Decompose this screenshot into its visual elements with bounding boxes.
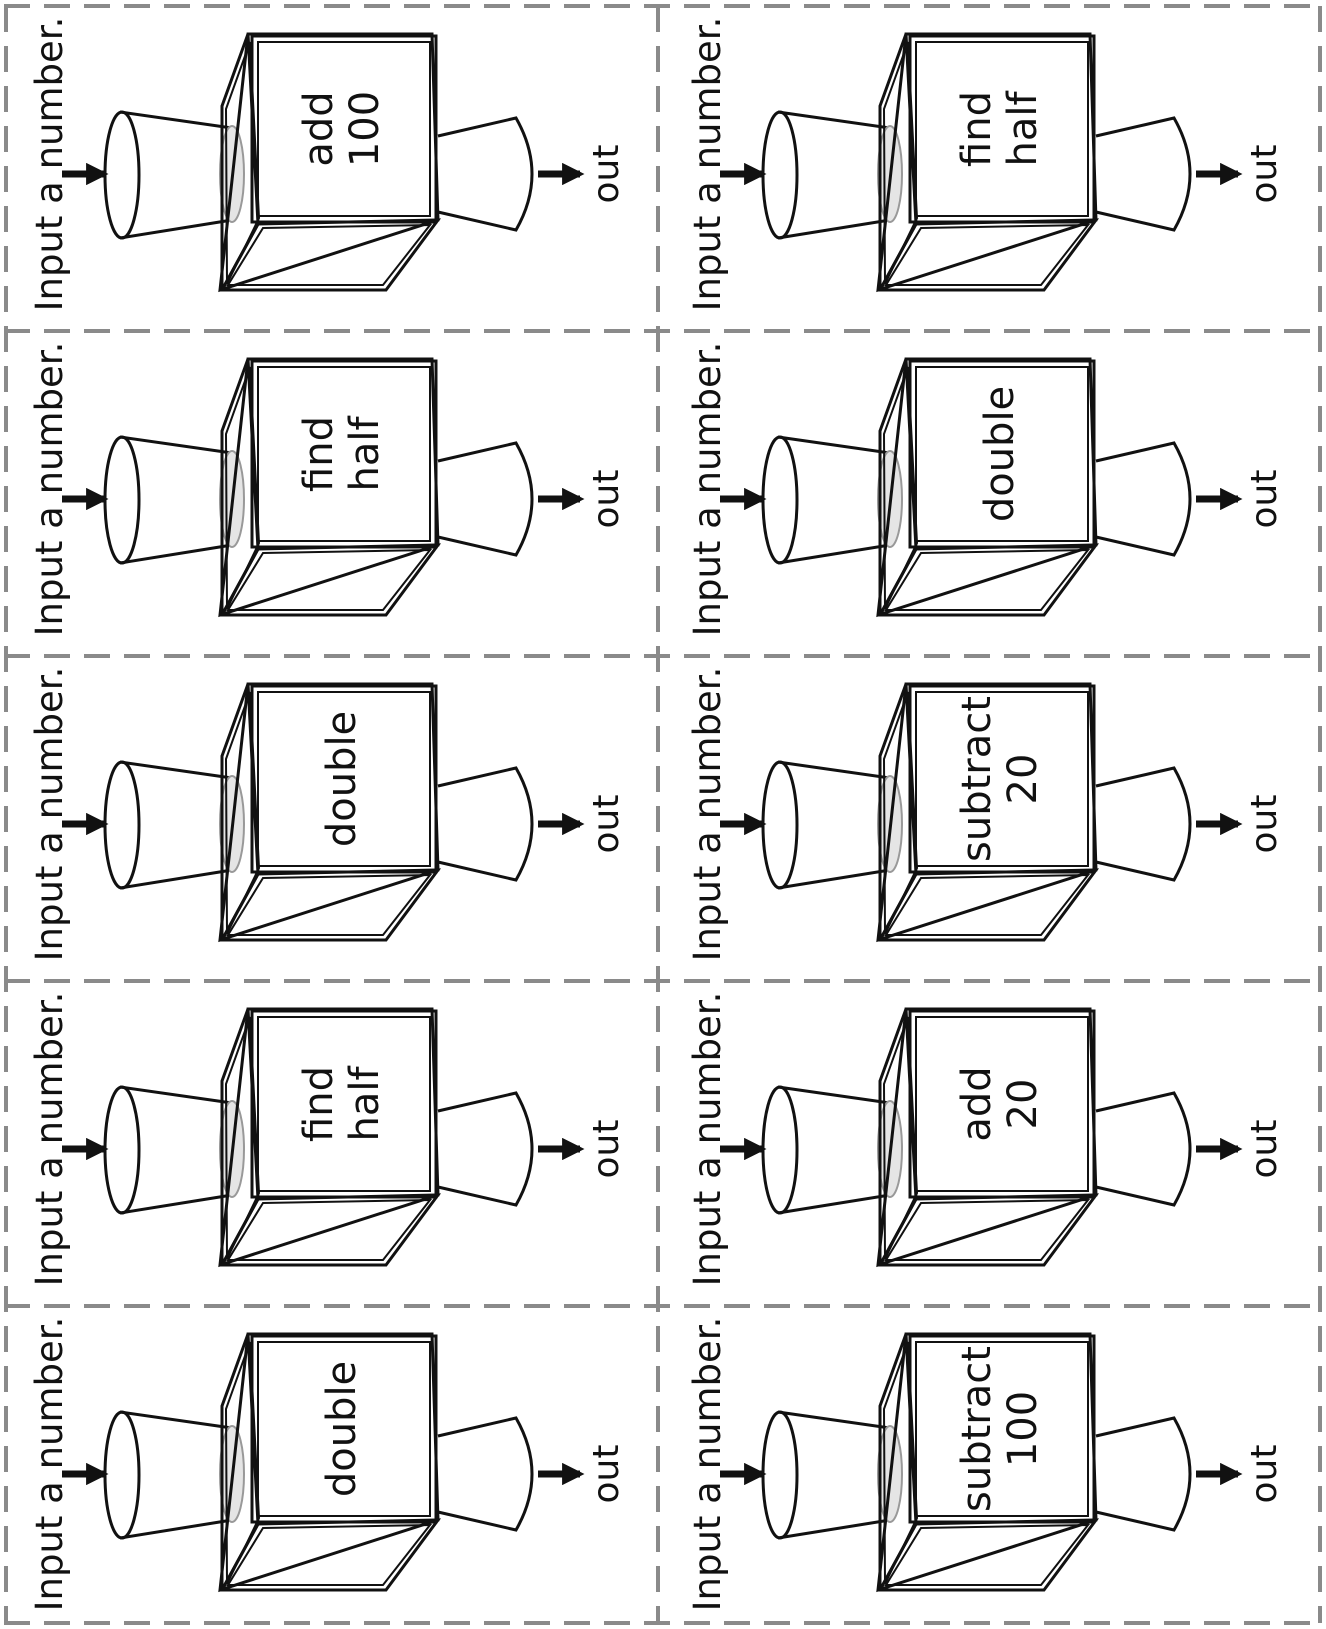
rule-label: double (319, 1361, 365, 1497)
input-prompt: Input a number. (28, 1317, 71, 1612)
rule-label: find (954, 91, 1000, 167)
input-prompt: Input a number. (686, 17, 729, 312)
machine-box-icon (876, 32, 1100, 293)
function-machine-card: Input a number. out double (28, 667, 627, 962)
output-label: out (1244, 470, 1285, 529)
machine-box-icon (218, 357, 442, 618)
machine-box-icon (218, 1007, 442, 1268)
rule-label: half (342, 1066, 388, 1142)
output-funnel-icon (437, 116, 534, 232)
machine-box-icon (876, 1332, 1100, 1593)
function-machine-card: Input a number. out double (686, 342, 1285, 637)
machine-box-icon (876, 1007, 1100, 1268)
input-prompt: Input a number. (686, 667, 729, 962)
machine-box-icon (218, 1332, 442, 1593)
output-funnel-icon (1095, 441, 1192, 557)
output-label: out (586, 795, 627, 854)
input-prompt: Input a number. (686, 342, 729, 637)
input-prompt: Input a number. (28, 342, 71, 637)
input-prompt: Input a number. (28, 667, 71, 962)
rule-label: half (342, 416, 388, 492)
input-prompt: Input a number. (28, 992, 71, 1287)
output-funnel-icon (437, 1091, 534, 1207)
rule-label: subtract (954, 696, 1000, 862)
output-label: out (586, 1120, 627, 1179)
machine-box-icon (218, 32, 442, 293)
output-funnel-icon (437, 441, 534, 557)
output-label: out (586, 470, 627, 529)
output-label: out (586, 1445, 627, 1504)
machine-box-icon (876, 682, 1100, 943)
rule-label: 100 (342, 91, 388, 167)
output-funnel-icon (437, 766, 534, 882)
output-funnel-icon (1095, 766, 1192, 882)
output-label: out (1244, 795, 1285, 854)
rule-label: find (296, 1066, 342, 1142)
output-funnel-icon (437, 1416, 534, 1532)
rule-label: 20 (1000, 754, 1046, 805)
output-label: out (586, 145, 627, 204)
input-prompt: Input a number. (686, 992, 729, 1287)
output-label: out (1244, 1445, 1285, 1504)
output-funnel-icon (1095, 116, 1192, 232)
output-funnel-icon (1095, 1091, 1192, 1207)
cut-lines (4, 4, 1322, 1625)
machine-box-icon (218, 682, 442, 943)
rule-label: half (1000, 91, 1046, 167)
rule-label: add (296, 91, 342, 166)
machine-box-icon (876, 357, 1100, 618)
rule-label: subtract (954, 1346, 1000, 1512)
output-label: out (1244, 1120, 1285, 1179)
rule-label: 100 (1000, 1391, 1046, 1467)
rule-label: double (977, 386, 1023, 522)
input-prompt: Input a number. (28, 17, 71, 312)
output-label: out (1244, 145, 1285, 204)
rule-label: add (954, 1066, 1000, 1141)
input-prompt: Input a number. (686, 1317, 729, 1612)
function-machine-card: Input a number. out double (28, 1317, 627, 1612)
rule-label: double (319, 711, 365, 847)
rule-label: find (296, 416, 342, 492)
output-funnel-icon (1095, 1416, 1192, 1532)
rule-label: 20 (1000, 1079, 1046, 1130)
